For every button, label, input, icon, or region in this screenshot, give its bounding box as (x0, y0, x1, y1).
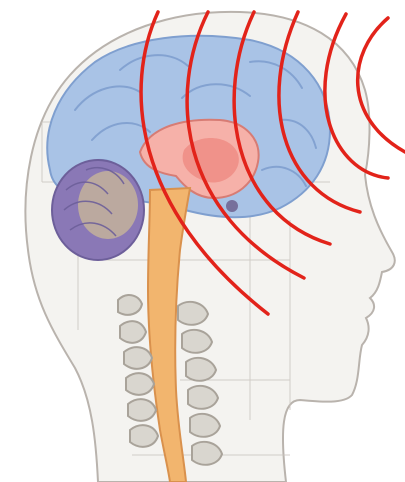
cerebellum (52, 160, 144, 260)
